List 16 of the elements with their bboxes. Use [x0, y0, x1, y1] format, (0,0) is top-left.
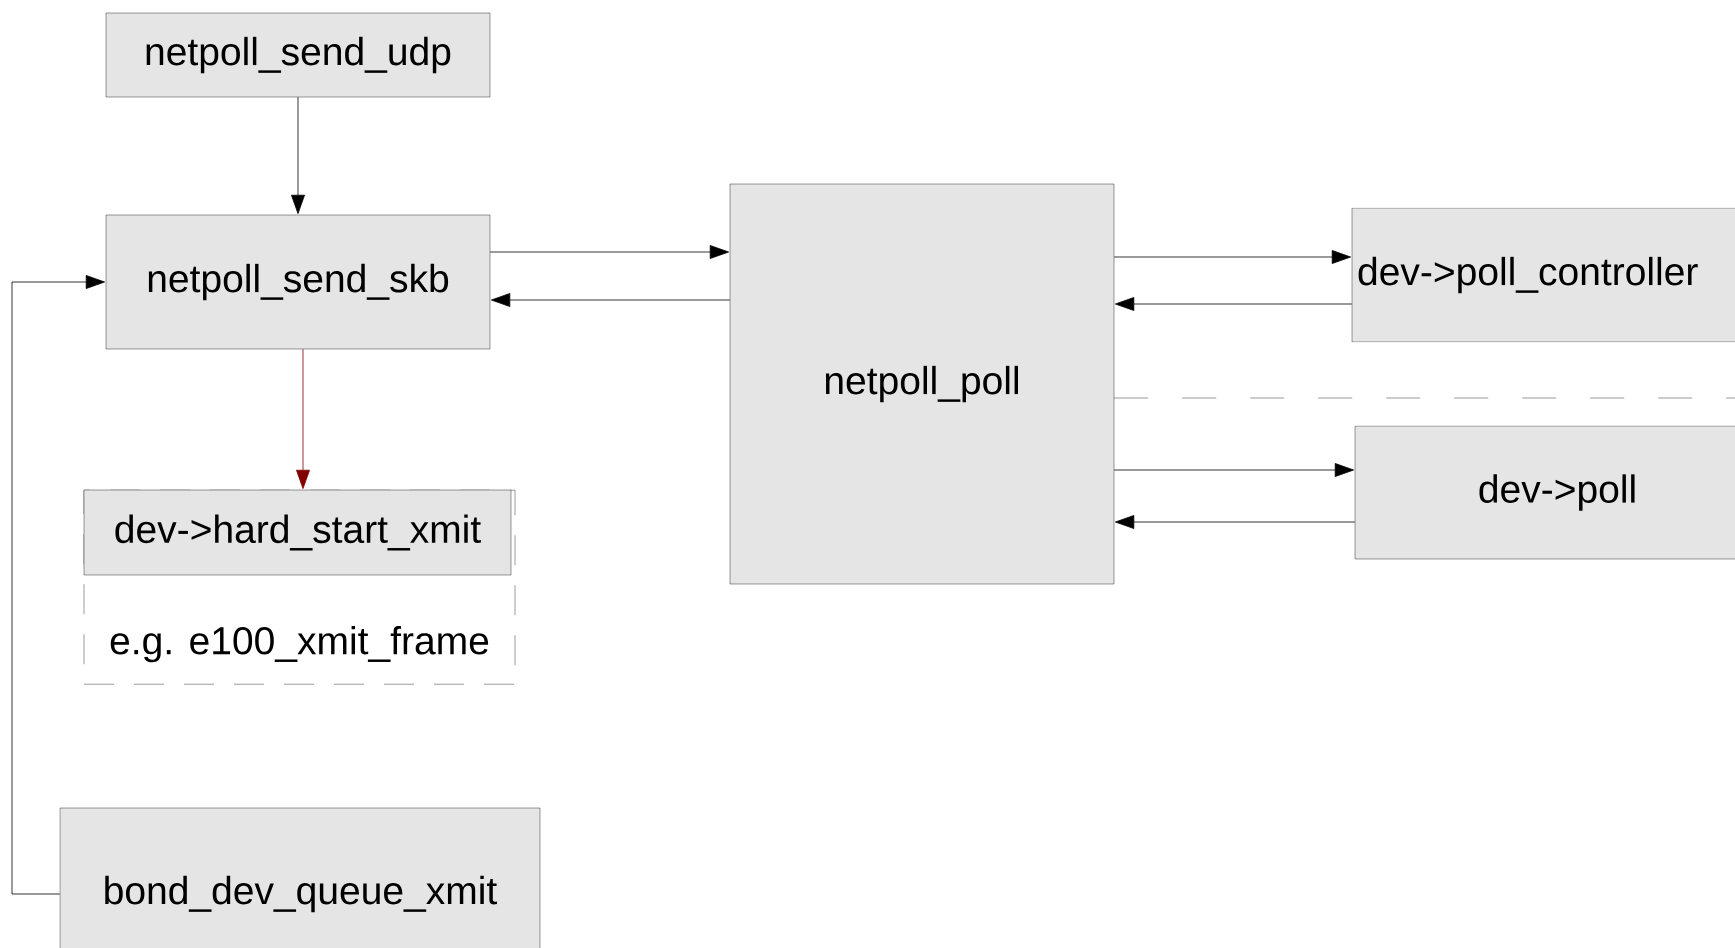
function-box: netpoll_poll	[729, 183, 1115, 585]
arrow	[1115, 297, 1353, 311]
function-box: bond_dev_queue_xmit	[59, 807, 541, 948]
function-box: dev->poll	[1354, 425, 1735, 560]
arrow	[291, 96, 305, 214]
function-box: dev->hard_start_xmit	[83, 489, 512, 576]
arrow	[489, 245, 729, 259]
arrow	[1113, 463, 1354, 477]
arrow	[491, 293, 731, 307]
function-box: netpoll_send_skb	[105, 214, 491, 350]
function-box: netpoll_send_udp	[105, 12, 491, 98]
arrow	[1115, 515, 1356, 529]
arrow	[296, 348, 310, 489]
function-box: dev->poll_controller	[1351, 207, 1735, 343]
arrow	[1113, 250, 1351, 264]
arrow	[11, 275, 105, 895]
